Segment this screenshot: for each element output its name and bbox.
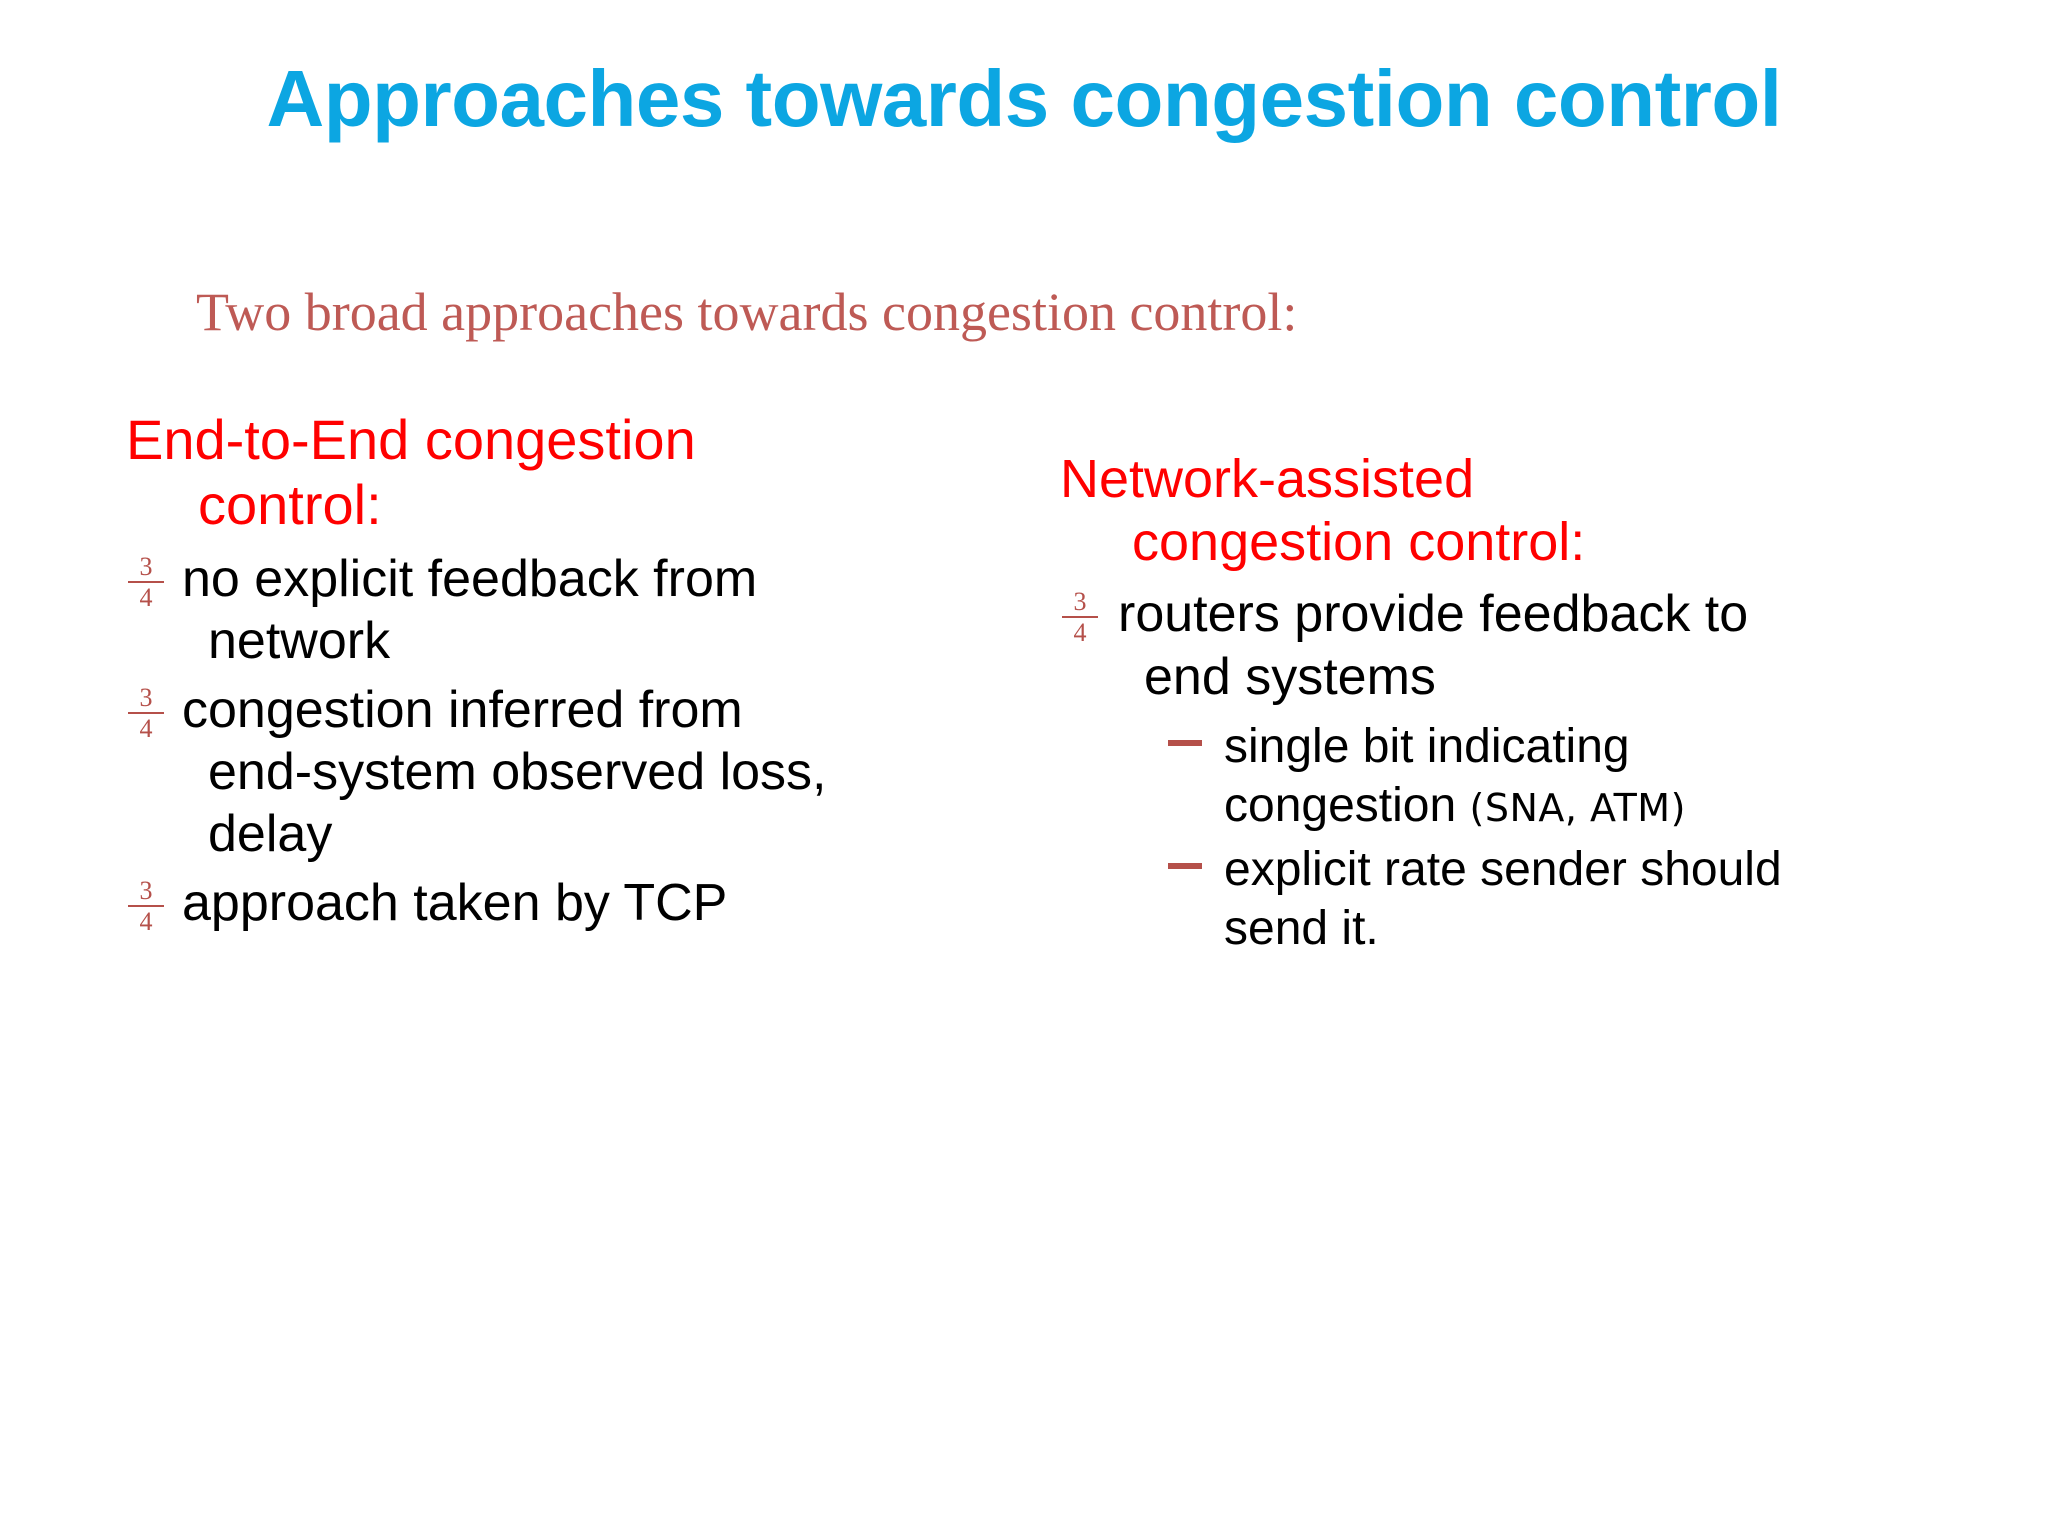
list-item-line2: end systems <box>1144 647 1436 706</box>
sub-list-item: single bit indicating congestion (SNA, A… <box>1168 718 1980 835</box>
fraction-denominator: 4 <box>139 582 153 612</box>
fraction-numerator: 3 <box>128 553 164 583</box>
sub-list-item-text: single bit indicating congestion (SNA, A… <box>1224 720 1980 835</box>
content-column-right: Network-assisted congestion control: 3 4… <box>1060 448 1980 964</box>
column-left-bullet-list: 3 4 no explicit feedback from network 3 … <box>126 548 956 936</box>
list-item-line2: network <box>208 612 391 671</box>
list-item: 3 4 approach taken by TCP <box>126 872 956 936</box>
list-item-text: routers provide feedback to end systems <box>1118 583 1980 708</box>
fraction-denominator: 4 <box>1073 618 1087 648</box>
list-item-text: congestion inferred from end-system obse… <box>182 679 956 866</box>
sub-list-item-line2-note: (SNA, ATM) <box>1469 785 1686 830</box>
column-left-heading-line2: control: <box>198 472 382 536</box>
column-left-heading: End-to-End congestion control: <box>126 408 956 538</box>
column-right-bullet-list: 3 4 routers provide feedback to end syst… <box>1060 583 1980 958</box>
column-right-heading-line1: Network-assisted <box>1060 449 1475 509</box>
column-right-subbullet-list: single bit indicating congestion (SNA, A… <box>1060 718 1980 958</box>
column-right-heading-line2: congestion control: <box>1132 511 1586 572</box>
list-item-line2: end-system observed loss, <box>208 743 827 802</box>
column-right-heading: Network-assisted congestion control: <box>1060 448 1980 573</box>
three-quarters-fraction-bullet-icon: 3 4 <box>128 877 164 936</box>
sub-list-item-line1: single bit indicating <box>1224 720 1630 774</box>
sub-list-item-text: explicit rate sender should send it. <box>1224 843 1980 958</box>
en-dash-bullet-icon <box>1168 740 1202 747</box>
list-item-line1: approach taken by TCP <box>182 873 728 932</box>
list-item-line1: routers provide feedback to <box>1118 585 1749 644</box>
fraction-denominator: 4 <box>139 713 153 743</box>
fraction-numerator: 3 <box>1062 589 1098 619</box>
list-item: 3 4 routers provide feedback to end syst… <box>1060 583 1980 708</box>
slide-subtitle: Two broad approaches towards congestion … <box>196 282 1298 342</box>
fraction-denominator: 4 <box>139 906 153 936</box>
page-title: Approaches towards congestion control <box>266 54 1782 143</box>
three-quarters-fraction-bullet-icon: 3 4 <box>128 684 164 743</box>
list-item-text: no explicit feedback from network <box>182 548 956 673</box>
fraction-numerator: 3 <box>128 684 164 714</box>
fraction-numerator: 3 <box>128 877 164 907</box>
column-left-heading-line1: End-to-End congestion <box>126 408 696 471</box>
sub-list-item-line1: explicit rate sender should <box>1224 843 1782 897</box>
sub-list-item-line2: congestion (SNA, ATM) <box>1224 777 1980 836</box>
en-dash-bullet-icon <box>1168 863 1202 870</box>
sub-list-item-line2: send it. <box>1224 901 1379 955</box>
sub-list-item-line2-main: congestion <box>1224 778 1470 832</box>
list-item-line3: delay <box>208 805 333 864</box>
list-item: 3 4 no explicit feedback from network <box>126 548 956 673</box>
sub-list-item: explicit rate sender should send it. <box>1168 841 1980 958</box>
list-item: 3 4 congestion inferred from end-system … <box>126 679 956 866</box>
list-item-line1: no explicit feedback from <box>182 549 758 608</box>
three-quarters-fraction-bullet-icon: 3 4 <box>128 553 164 612</box>
list-item-line1: congestion inferred from <box>182 680 743 739</box>
three-quarters-fraction-bullet-icon: 3 4 <box>1062 589 1098 648</box>
content-column-left: End-to-End congestion control: 3 4 no ex… <box>126 408 956 940</box>
list-item-text: approach taken by TCP <box>182 872 956 934</box>
